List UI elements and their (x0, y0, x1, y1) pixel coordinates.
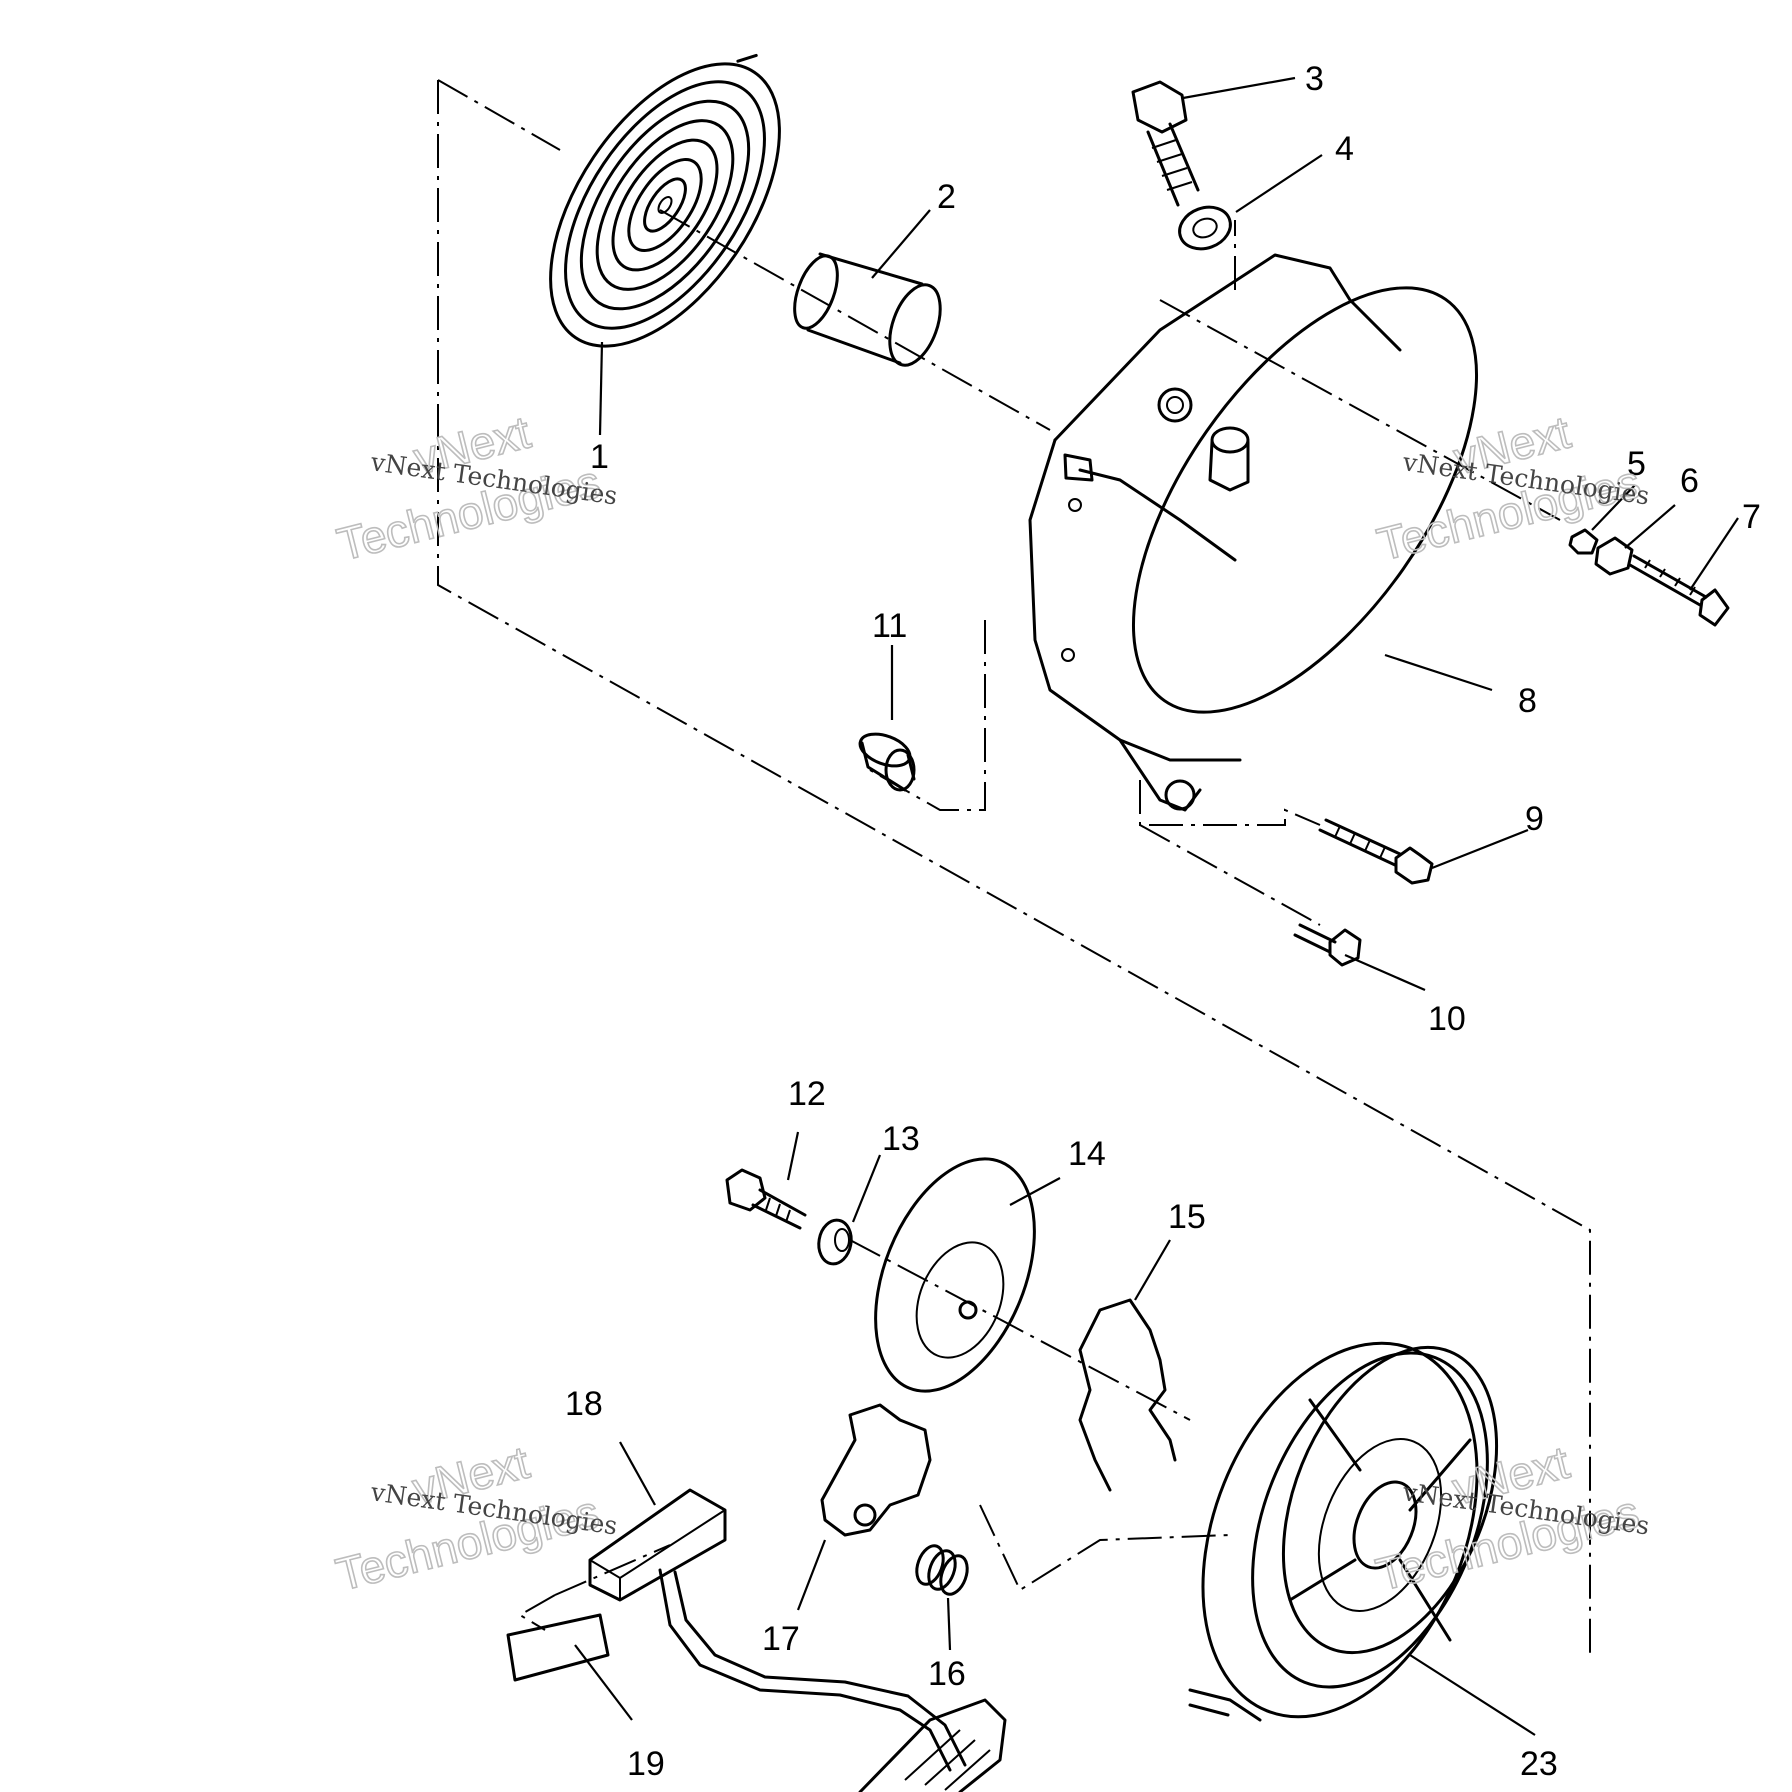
bolt-10-part (1293, 923, 1362, 967)
starter-housing-part (1028, 253, 1478, 812)
callout-8: 8 (1518, 682, 1537, 720)
leader-lines (574, 76, 1739, 1736)
callout-numbers: 1 2 3 4 5 6 7 8 9 10 11 12 13 14 15 16 1… (565, 60, 1761, 1783)
callout-16: 16 (928, 1655, 966, 1693)
callout-12: 12 (788, 1075, 826, 1113)
bushing-part (793, 252, 942, 367)
pawl-part (820, 1403, 932, 1537)
callout-4: 4 (1335, 130, 1354, 168)
callout-19: 19 (627, 1745, 665, 1783)
callout-10: 10 (1428, 1000, 1466, 1038)
callout-9: 9 (1525, 800, 1544, 838)
callout-23: 23 (1520, 1745, 1558, 1783)
coil-spring-part (915, 1544, 969, 1596)
rope-handle-part (588, 1488, 1262, 1772)
callout-1: 1 (590, 438, 609, 476)
pull-grip-part (858, 1698, 1007, 1792)
recoil-spring-part (549, 53, 781, 348)
small-nut-part (1568, 528, 1599, 555)
callout-13: 13 (882, 1120, 920, 1158)
pulley-reel-part (1201, 1341, 1499, 1719)
callout-18: 18 (565, 1385, 603, 1423)
callout-17: 17 (762, 1620, 800, 1658)
callout-14: 14 (1068, 1135, 1106, 1173)
cover-plate-part (874, 1157, 1036, 1393)
callout-6: 6 (1680, 462, 1699, 500)
callout-11: 11 (872, 607, 907, 645)
decal-part (506, 1613, 610, 1682)
long-screw-part (1628, 554, 1730, 627)
callout-7: 7 (1742, 498, 1761, 536)
callout-15: 15 (1168, 1198, 1206, 1236)
cap-screw-part (725, 1168, 807, 1230)
sleeve-part (858, 732, 916, 792)
callout-3: 3 (1305, 60, 1324, 98)
callout-2: 2 (937, 178, 956, 216)
callout-5: 5 (1627, 445, 1646, 483)
spring-clip-part (1078, 1298, 1177, 1492)
flange-nut-part (1594, 536, 1634, 576)
washer-part (1178, 205, 1232, 251)
bolt-9-part (1318, 818, 1434, 885)
assembly-guide-lines (437, 79, 1591, 1660)
hex-bolt-part (1131, 80, 1200, 207)
washer-13-part (817, 1218, 853, 1266)
